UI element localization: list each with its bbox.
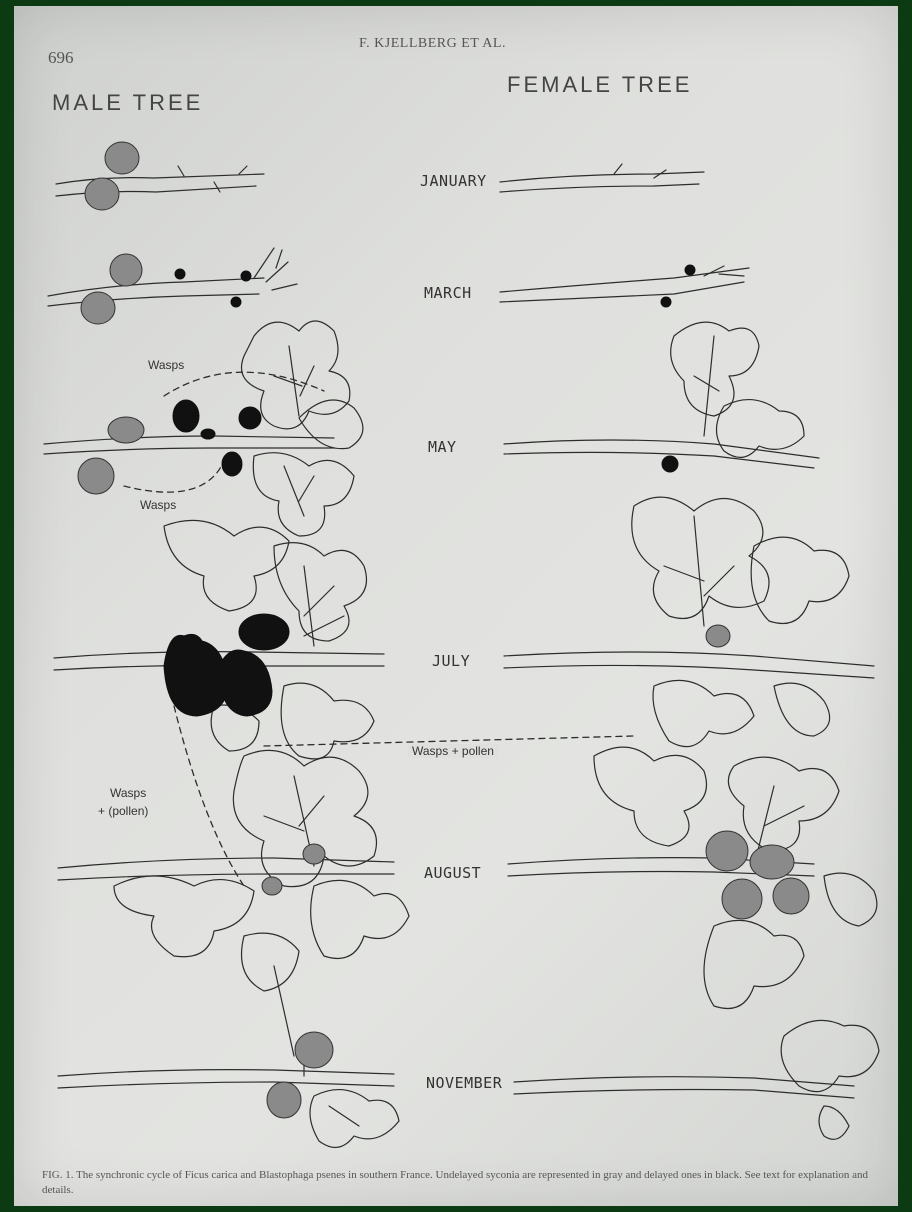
- annotation-wasps-august-line2: + (pollen): [98, 804, 148, 818]
- female-branch-may: [504, 440, 819, 468]
- male-leaves-may: [242, 321, 363, 536]
- syconium-gray: [303, 844, 325, 864]
- syconium-gray: [722, 879, 762, 919]
- month-label-july: JULY: [432, 652, 470, 670]
- syconium-black: [164, 634, 228, 716]
- female-branch-july: [504, 652, 874, 678]
- syconium-gray: [706, 625, 730, 647]
- male-branch-november: [58, 1046, 399, 1147]
- syconium-gray: [706, 831, 748, 871]
- syconium-black: [219, 650, 272, 716]
- syconium-gray: [110, 254, 142, 286]
- female-branch-november: [514, 1020, 879, 1139]
- month-label-november: NOVEMBER: [426, 1074, 502, 1092]
- male-branch-may: [44, 436, 334, 454]
- annotation-wasps-may-top: Wasps: [148, 358, 184, 372]
- female-leaves-july: [632, 497, 849, 747]
- syconium-gray: [78, 458, 114, 494]
- syconium-gray: [105, 142, 139, 174]
- syconium-gray: [267, 1082, 301, 1118]
- month-label-august: AUGUST: [424, 864, 481, 882]
- syconium-black: [239, 614, 289, 650]
- delayed-syconia: [164, 265, 695, 716]
- month-label-january: JANUARY: [420, 172, 487, 190]
- syconium-gray: [108, 417, 144, 443]
- syconium-gray: [773, 878, 809, 914]
- female-leaves-august: [594, 747, 877, 1008]
- syconium-gray: [81, 292, 115, 324]
- syconium-black: [231, 297, 241, 307]
- male-leaves-august: [114, 750, 409, 1056]
- syconium-gray: [750, 845, 794, 879]
- wasp-paths: [124, 372, 634, 886]
- syconium-black: [662, 456, 678, 472]
- month-label-may: MAY: [428, 438, 457, 456]
- syconium-black: [222, 452, 242, 476]
- syconium-gray: [85, 178, 119, 210]
- female-branch-january: [500, 164, 704, 192]
- figure-caption: FIG. 1. The synchronic cycle of Ficus ca…: [42, 1168, 892, 1198]
- annotation-wasps-august-line1: Wasps: [110, 786, 146, 800]
- syconium-black: [241, 271, 251, 281]
- syconium-black: [661, 297, 671, 307]
- syconium-black: [239, 407, 261, 429]
- wasp-path-may-top: [164, 372, 324, 396]
- female-leaves-may: [671, 322, 804, 457]
- female-branch-march: [500, 266, 749, 302]
- journal-page: 696 F. KJELLBERG ET AL. MALE TREE FEMALE…: [14, 6, 898, 1206]
- syconium-gray: [295, 1032, 333, 1068]
- syconium-black: [175, 269, 185, 279]
- syconium-black: [201, 429, 215, 439]
- annotation-wasps-pollen-july: Wasps + pollen: [408, 744, 498, 758]
- male-branch-august: [58, 858, 394, 880]
- syconium-black: [685, 265, 695, 275]
- annotation-wasps-may-bottom: Wasps: [140, 498, 176, 512]
- wasp-path-may-bottom: [124, 461, 224, 492]
- month-label-march: MARCH: [424, 284, 472, 302]
- syconium-black: [173, 400, 199, 432]
- syconium-gray: [262, 877, 282, 895]
